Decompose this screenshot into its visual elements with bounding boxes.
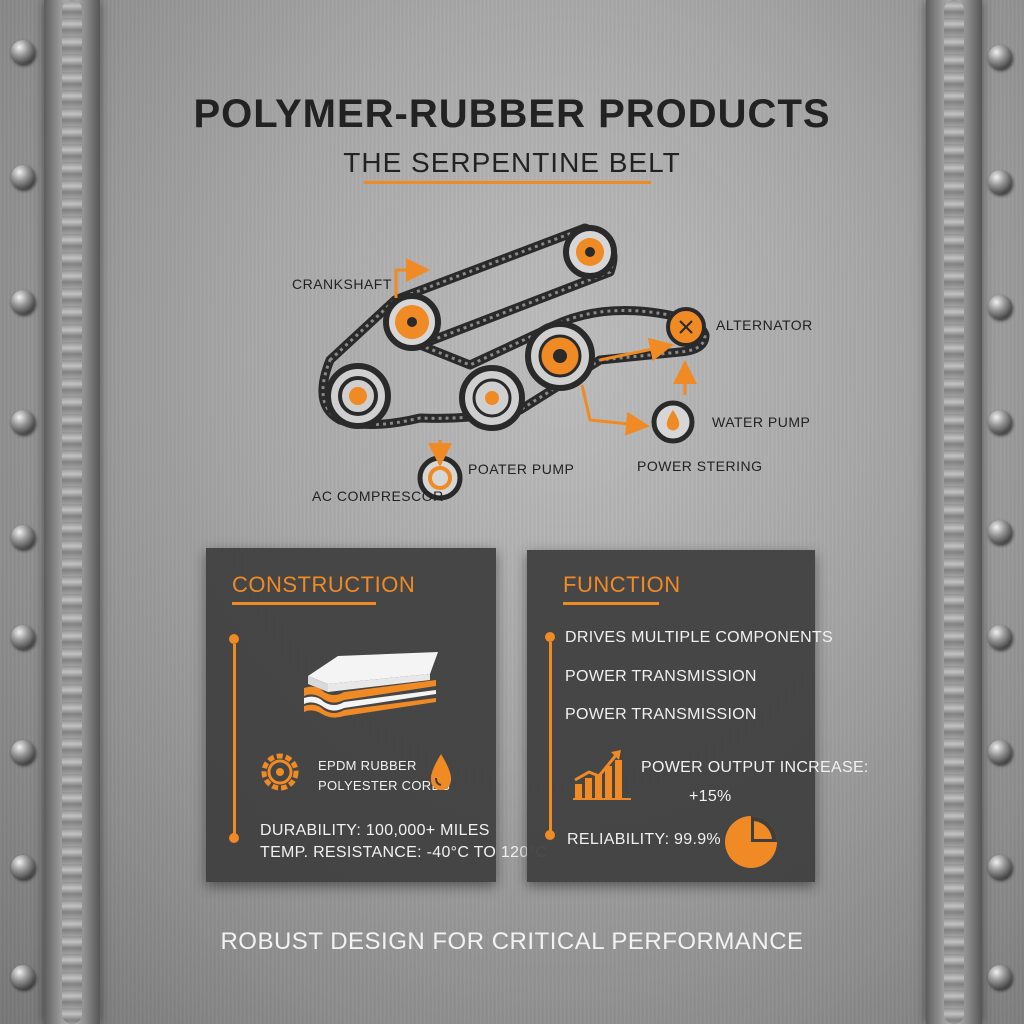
rivet [11, 40, 35, 64]
label-crankshaft: CRANKSHAFT [292, 276, 392, 292]
timeline-dot [229, 833, 239, 843]
construction-title: CONSTRUCTION [232, 572, 416, 597]
function-title: FUNCTION [563, 572, 681, 597]
droplet-icon [430, 754, 452, 790]
function-panel: FUNCTION DRIVES MULTIPLE COMPONENTS POWE… [527, 550, 868, 882]
pie-chart-icon [725, 816, 777, 868]
rivet [988, 410, 1012, 434]
footer-tagline: ROBUST DESIGN FOR CRITICAL PERFORMANCE [220, 928, 804, 955]
reliability-text: RELIABILITY: 99.9% [567, 831, 721, 848]
rivet [988, 740, 1012, 764]
pulley-top-right [563, 225, 617, 279]
function-item: POWER TRANSMISSION [565, 706, 757, 723]
timeline-line [549, 642, 552, 832]
page-subtitle: THE SERPENTINE BELT [343, 147, 681, 178]
right-rail [926, 0, 982, 1024]
belt-layers-icon [304, 652, 438, 718]
label-alternator: ALTERNATOR [716, 317, 813, 333]
rivet [988, 625, 1012, 649]
rivet [11, 410, 35, 434]
durability-text: DURABILITY: 100,000+ MILES [260, 822, 490, 839]
pulley-alternator [666, 307, 706, 347]
timeline-dot [545, 632, 555, 642]
rivet [11, 625, 35, 649]
rivet [11, 290, 35, 314]
label-poater-pump: POATER PUMP [468, 461, 575, 477]
pulley-water-pump [651, 400, 695, 444]
construction-panel: CONSTRUCTION EPDM RUBBER POLYESTER CORDS… [206, 548, 547, 882]
pulley-large [525, 321, 595, 391]
gear-icon [261, 753, 299, 791]
material-polyester: POLYESTER CORDS [318, 778, 451, 793]
timeline-dot [545, 830, 555, 840]
left-weld [62, 0, 82, 1024]
arrow-icon [394, 258, 697, 467]
label-water-pump: WATER PUMP [712, 414, 811, 430]
function-item: POWER TRANSMISSION [565, 668, 757, 685]
construction-underline [232, 602, 376, 605]
timeline-dot [229, 634, 239, 644]
subtitle-underline [364, 181, 651, 184]
right-weld [944, 0, 964, 1024]
rivet [11, 165, 35, 189]
pulley-crankshaft [383, 293, 441, 351]
material-epdm: EPDM RUBBER [318, 758, 417, 773]
left-rail [44, 0, 100, 1024]
page-title: POLYMER-RUBBER PRODUCTS [193, 92, 831, 136]
temp-resistance-text: TEMP. RESISTANCE: -40°C TO 120°C [260, 844, 548, 861]
label-ac-compressor: AC COMPRESCOR [312, 488, 444, 504]
rivet [988, 170, 1012, 194]
bar-chart-icon [573, 750, 631, 800]
pulley-left [325, 363, 391, 429]
power-output-value: +15% [689, 788, 732, 805]
rivet [11, 525, 35, 549]
rivet [988, 855, 1012, 879]
serpentine-belt-diagram [318, 223, 710, 501]
rivet [988, 45, 1012, 69]
power-output-label: POWER OUTPUT INCREASE: [641, 759, 869, 776]
rivet [988, 295, 1012, 319]
function-underline [563, 602, 659, 605]
rivet [11, 855, 35, 879]
function-item: DRIVES MULTIPLE COMPONENTS [565, 629, 833, 646]
rivet [11, 740, 35, 764]
label-power-steering: POWER STERING [637, 458, 763, 474]
rivet [11, 965, 35, 989]
rivet [988, 965, 1012, 989]
rivet [988, 520, 1012, 544]
timeline-line [233, 644, 236, 836]
pulley-center [459, 365, 525, 431]
